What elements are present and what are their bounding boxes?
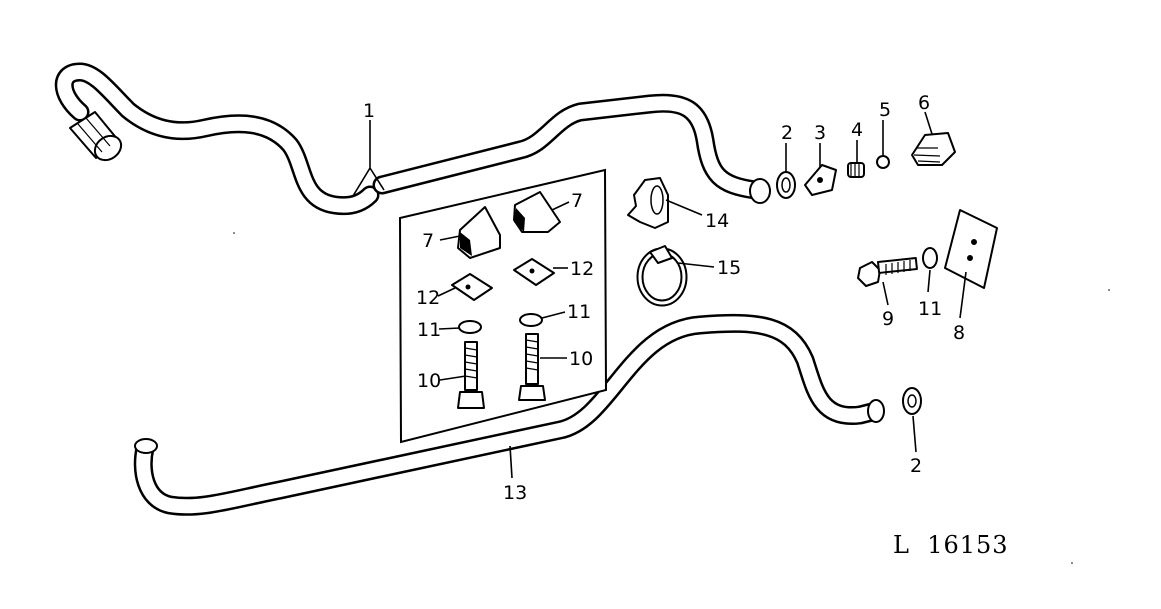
drawing-reference-number: L 16153 <box>893 531 1009 559</box>
rubber-block-7-left <box>457 206 501 259</box>
callout-12-left: 12 <box>416 287 440 309</box>
rubber-block-7-right <box>513 191 561 233</box>
callout-5: 5 <box>879 99 891 121</box>
hose-clamp-15 <box>636 245 688 307</box>
clamp-plate-12-left <box>451 273 493 301</box>
spring-4 <box>847 162 865 178</box>
callout-4: 4 <box>851 119 863 141</box>
callout-2-lower: 2 <box>910 455 922 477</box>
tube-end-fitting <box>69 111 123 162</box>
banjo-fitting-3 <box>804 164 837 196</box>
callout-11-right: 11 <box>567 301 591 323</box>
callout-15: 15 <box>717 257 741 279</box>
lock-washer-11-bracket <box>922 247 938 269</box>
callout-labels: 1 2 3 4 5 6 7 7 12 12 11 11 10 10 13 14 … <box>363 92 965 504</box>
callout-3: 3 <box>814 122 826 144</box>
upper-tube-part-1 <box>54 62 771 216</box>
callout-10-left: 10 <box>417 370 441 392</box>
callout-7-right: 7 <box>571 190 583 212</box>
bolt-10-right <box>518 333 546 401</box>
lock-washer-11-left <box>458 320 482 334</box>
bolt-10-left <box>457 341 485 409</box>
lock-washer-11-right <box>519 313 543 327</box>
valve-body-6 <box>911 132 956 166</box>
callout-11-bracket: 11 <box>918 298 942 320</box>
ball-5 <box>876 155 890 169</box>
leader-lines <box>352 111 967 479</box>
lower-tube-part-13 <box>133 313 885 516</box>
callout-10-right: 10 <box>569 348 593 370</box>
callout-2-upper: 2 <box>781 122 793 144</box>
bracket-8 <box>944 209 998 289</box>
bolt-9 <box>857 257 918 287</box>
callout-11-left: 11 <box>417 319 441 341</box>
callout-13: 13 <box>503 482 527 504</box>
grommet-14 <box>627 177 669 229</box>
callout-9: 9 <box>882 308 894 330</box>
callout-14: 14 <box>705 210 729 232</box>
callout-6: 6 <box>918 92 930 114</box>
callout-12-right: 12 <box>570 258 594 280</box>
callout-7-left: 7 <box>422 230 434 252</box>
callout-1: 1 <box>363 100 375 122</box>
callout-8: 8 <box>953 322 965 344</box>
